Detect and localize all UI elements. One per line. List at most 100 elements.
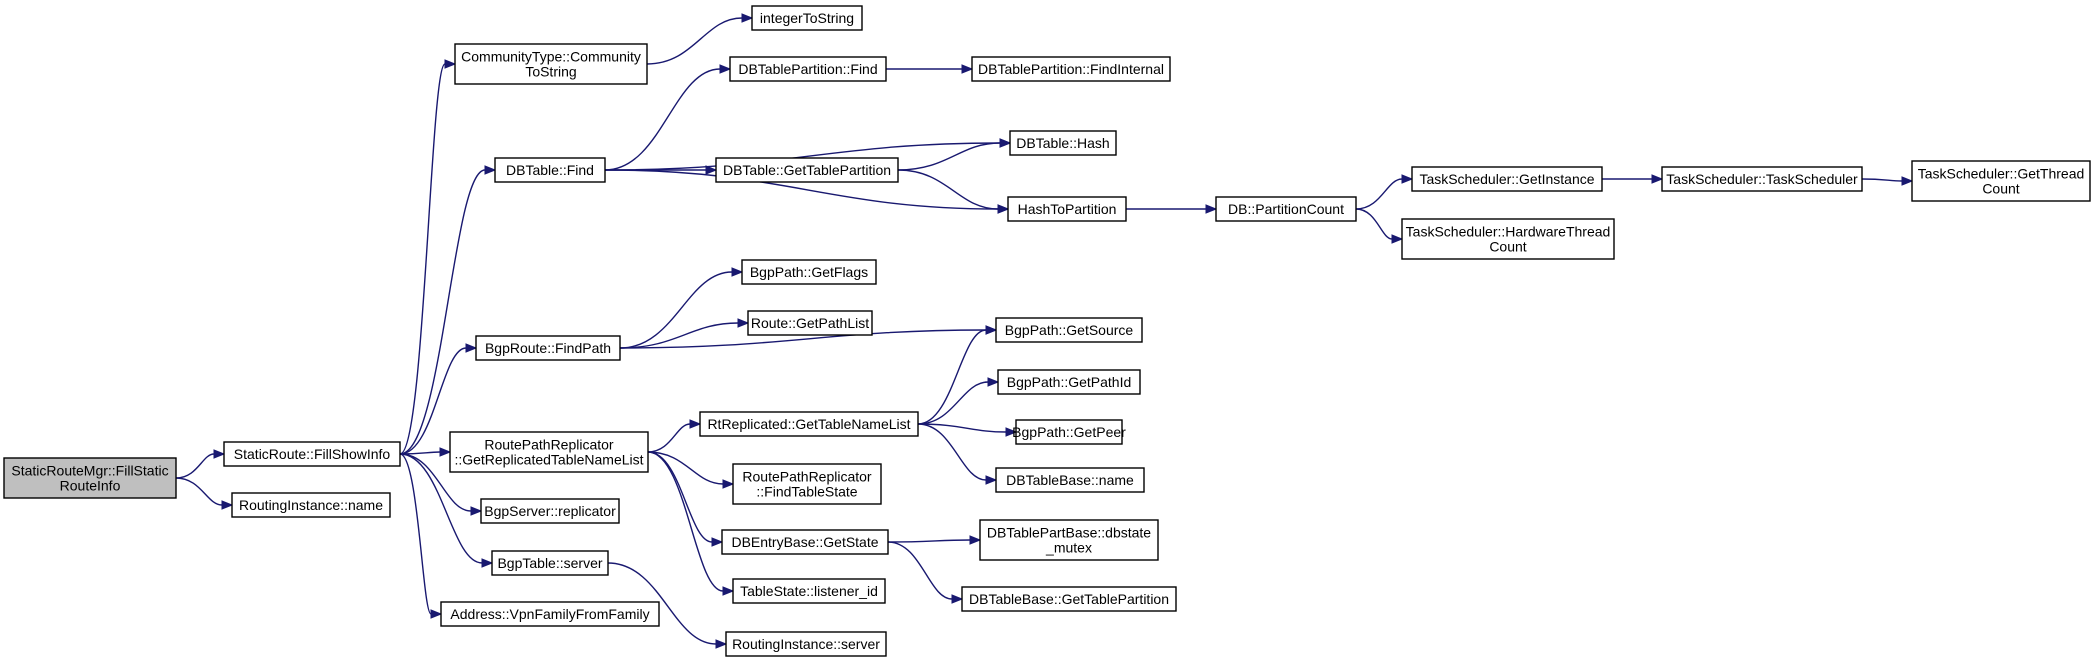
node-box	[725, 631, 887, 657]
node-label: RtReplicated::GetTableNameList	[707, 416, 910, 432]
node-ri_name[interactable]: RoutingInstance::name	[231, 492, 391, 518]
node-bgpgetpathid[interactable]: BgpPath::GetPathId	[997, 369, 1141, 395]
edge-arrowhead	[711, 537, 724, 547]
node-box	[971, 56, 1171, 82]
node-rtrepgtnl[interactable]: RtReplicated::GetTableNameList	[699, 411, 919, 437]
node-dbthash[interactable]: DBTable::Hash	[1009, 130, 1117, 156]
node-box	[729, 56, 887, 82]
node-bgpgetsrc[interactable]: BgpPath::GetSource	[995, 317, 1143, 343]
node-risrv[interactable]: RoutingInstance::server	[725, 631, 887, 657]
edge-line	[647, 451, 724, 592]
node-box	[1009, 130, 1117, 156]
node-rprgrtnl[interactable]: RoutePathReplicator::GetReplicatedTableN…	[449, 431, 649, 473]
edge-line	[897, 169, 999, 210]
node-box	[732, 578, 886, 604]
edge-line	[1355, 178, 1403, 210]
edge-arrowhead	[1401, 174, 1414, 184]
node-addrvpn[interactable]: Address::VpnFamilyFromFamily	[440, 601, 660, 627]
edge-arrowhead	[465, 343, 478, 353]
node-tsts[interactable]: TaskScheduler::TaskScheduler	[1661, 166, 1863, 192]
node-bgpsrvrepl[interactable]: BgpServer::replicator	[480, 498, 620, 524]
edge-line	[646, 17, 743, 65]
edge-line	[399, 347, 467, 455]
node-bgptsrv[interactable]: BgpTable::server	[491, 550, 609, 576]
edge-arrowhead	[1391, 234, 1404, 244]
edge-commtype-to-int2str	[646, 13, 754, 65]
node-dbtgettp[interactable]: DBTable::GetTablePartition	[715, 157, 899, 183]
node-box	[721, 529, 889, 555]
node-label: DBTable::Find	[506, 162, 594, 178]
edge-line	[619, 271, 733, 349]
node-label: Route::GetPathList	[751, 315, 869, 331]
node-box	[475, 335, 621, 361]
node-int2str[interactable]: integerToString	[751, 5, 863, 31]
edge-line	[1861, 178, 1903, 182]
edge-line	[175, 453, 215, 479]
node-dbtpbmutex[interactable]: DBTablePartBase::dbstate_mutex	[979, 519, 1159, 561]
node-box	[454, 43, 648, 85]
node-dbebgetstate[interactable]: DBEntryBase::GetState	[721, 529, 889, 555]
node-box	[732, 463, 882, 505]
edge-arrowhead	[961, 64, 974, 74]
edge-line	[887, 539, 971, 543]
node-box	[1911, 160, 2091, 202]
edge-line	[1355, 208, 1393, 240]
node-label: BgpTable::server	[497, 555, 602, 571]
edge-bgpfindpath-to-routegetpl	[619, 318, 750, 349]
node-label: DBTableBase::GetTablePartition	[969, 591, 1169, 607]
node-rprfts[interactable]: RoutePathReplicator::FindTableState	[732, 463, 882, 505]
node-dbtpfind[interactable]: DBTablePartition::Find	[729, 56, 887, 82]
edge-arrowhead	[722, 586, 735, 596]
node-label: DBTable::GetTablePartition	[723, 162, 891, 178]
node-label: RoutingInstance::name	[239, 497, 383, 513]
node-bgpgetflags[interactable]: BgpPath::GetFlags	[741, 259, 877, 285]
edge-arrowhead	[999, 138, 1012, 148]
node-routegetpl[interactable]: Route::GetPathList	[747, 310, 873, 336]
node-label: TaskScheduler::GetThread	[1918, 166, 2085, 182]
node-dbtbgettp[interactable]: DBTableBase::GetTablePartition	[961, 586, 1177, 612]
edge-rtrepgtnl-to-bgpgetpathid	[917, 377, 1000, 425]
node-fillshow[interactable]: StaticRoute::FillShowInfo	[223, 441, 401, 467]
node-label: DB::PartitionCount	[1228, 201, 1344, 217]
node-hash2part[interactable]: HashToPartition	[1007, 196, 1127, 222]
node-dbtfind[interactable]: DBTable::Find	[494, 157, 606, 183]
node-label: _mutex	[1045, 540, 1092, 556]
node-label: RouteInfo	[60, 478, 121, 494]
node-label: BgpRoute::FindPath	[485, 340, 611, 356]
edge-line	[647, 451, 713, 543]
node-bgpfindpath[interactable]: BgpRoute::FindPath	[475, 335, 621, 361]
edge-arrowhead	[969, 535, 982, 545]
node-tslistener[interactable]: TableState::listener_id	[732, 578, 886, 604]
edge-dbpartcount-to-tsgetinst	[1355, 174, 1414, 210]
edge-line	[604, 169, 999, 210]
node-box	[231, 492, 391, 518]
node-label: ::GetReplicatedTableNameList	[454, 452, 643, 468]
edge-arrowhead	[1005, 427, 1018, 437]
node-tsgetinst[interactable]: TaskScheduler::GetInstance	[1411, 166, 1603, 192]
node-dbpartcount[interactable]: DB::PartitionCount	[1215, 196, 1357, 222]
node-box	[1411, 166, 1603, 192]
edge-arrowhead	[1205, 204, 1218, 214]
edge-arrowhead	[741, 13, 754, 23]
node-label: BgpPath::GetFlags	[750, 264, 868, 280]
edge-arrowhead	[213, 449, 226, 459]
node-dbtpfindint[interactable]: DBTablePartition::FindInternal	[971, 56, 1171, 82]
node-label: ToString	[525, 64, 576, 80]
edge-line	[917, 381, 989, 425]
edge-fillshow-to-dbtfind	[399, 165, 497, 455]
edge-rtrepgtnl-to-bgpgetpeer	[917, 423, 1018, 437]
node-dbtbname[interactable]: DBTableBase::name	[995, 467, 1145, 493]
node-label: StaticRouteMgr::FillStatic	[11, 463, 168, 479]
node-box	[1661, 166, 1863, 192]
edge-arrowhead	[951, 594, 964, 604]
node-box	[494, 157, 606, 183]
edge-rprgrtnl-to-rprfts	[647, 451, 735, 489]
node-bgpgetpeer[interactable]: BgpPath::GetPeer	[1012, 419, 1126, 445]
edge-arrowhead	[722, 479, 735, 489]
node-label: BgpServer::replicator	[484, 503, 616, 519]
